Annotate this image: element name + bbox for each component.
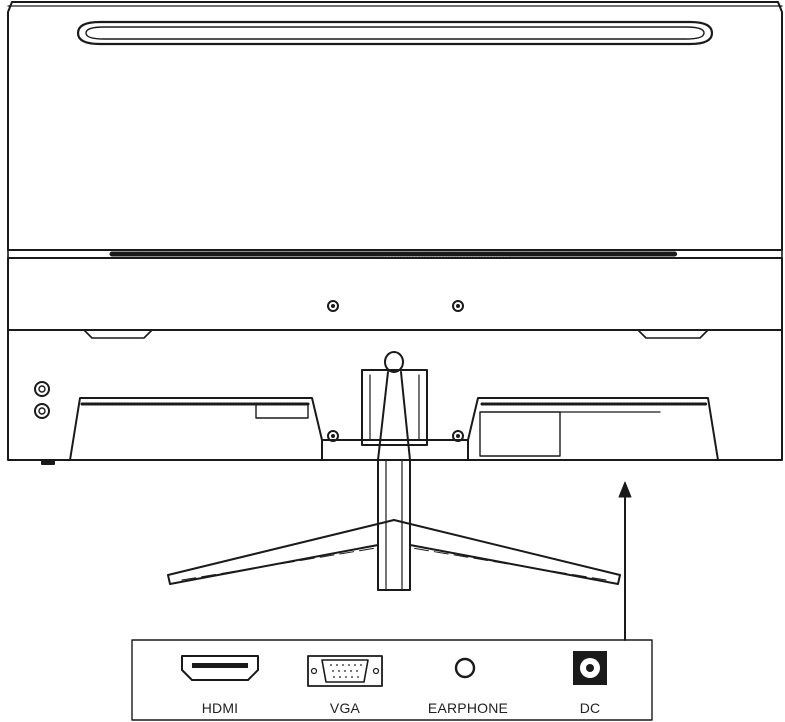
- mount-screw-icon: [327, 300, 339, 312]
- port-label-vga: VGA: [329, 700, 361, 716]
- mount-screw-icon: [452, 430, 464, 442]
- vga-port-icon: [307, 655, 383, 687]
- hdmi-port-icon: [181, 655, 259, 681]
- lower-housing: [7, 329, 783, 465]
- port-label-earphone: EARPHONE: [427, 700, 509, 716]
- joystick-icon: [34, 381, 50, 397]
- power-button-icon: [34, 403, 50, 419]
- neck-knob: [384, 351, 404, 373]
- carry-handle-slot: [76, 20, 714, 46]
- vent-strip: [7, 249, 783, 259]
- monitor-back-panel: [7, 1, 783, 251]
- earphone-jack-icon: [454, 657, 476, 679]
- control-buttons: [34, 381, 50, 419]
- stand-neck: [361, 351, 428, 591]
- ports-inset-box: [131, 639, 653, 721]
- dc-power-jack-icon: [573, 651, 607, 685]
- port-label-dc: DC: [579, 700, 601, 716]
- mount-screw-icon: [452, 300, 464, 312]
- mount-screw-icon: [327, 430, 339, 442]
- pointer-arrow: [618, 481, 632, 641]
- port-label-hdmi: HDMI: [201, 700, 239, 716]
- stand-base: [167, 519, 621, 585]
- middle-band: [7, 257, 783, 331]
